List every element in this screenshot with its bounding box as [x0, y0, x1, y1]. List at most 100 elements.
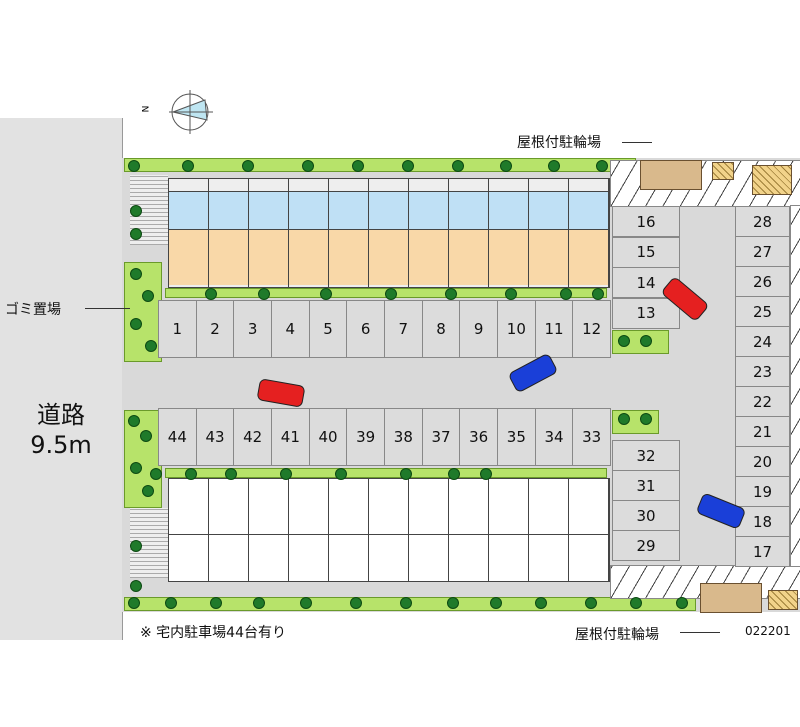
parking-space: 8	[421, 300, 461, 358]
parking-space: 35	[497, 408, 536, 466]
apartment-unit	[449, 479, 489, 581]
parking-space: 11	[534, 300, 574, 358]
leader-line	[85, 308, 130, 309]
parking-space: 44	[158, 408, 197, 466]
tree-icon	[130, 540, 142, 552]
parking-space: 36	[459, 408, 498, 466]
tree-icon	[145, 340, 157, 352]
parking-space: 23	[735, 356, 790, 387]
parking-space: 27	[735, 236, 790, 267]
tree-icon	[142, 485, 154, 497]
parking-space: 13	[612, 297, 680, 329]
leader-line	[622, 142, 652, 143]
bike-rack	[752, 165, 792, 195]
tree-icon	[500, 160, 512, 172]
parking-space: 9	[459, 300, 498, 358]
apartment-unit	[289, 479, 329, 581]
compass-icon: N	[141, 88, 215, 138]
tree-icon	[280, 468, 292, 480]
tree-icon	[210, 597, 222, 609]
tree-icon	[448, 468, 460, 480]
building-top	[168, 178, 610, 288]
tree-icon	[618, 335, 630, 347]
tree-icon	[140, 430, 152, 442]
apartment-unit	[249, 179, 289, 287]
apartment-unit	[369, 479, 409, 581]
tree-icon	[585, 597, 597, 609]
parking-space: 15	[612, 236, 680, 268]
tree-icon	[253, 597, 265, 609]
parking-space: 17	[735, 536, 790, 567]
tree-icon	[242, 160, 254, 172]
apartment-unit	[529, 179, 569, 287]
hatched-walkway-right	[790, 205, 800, 567]
parking-space: 41	[271, 408, 310, 466]
parking-space: 6	[346, 300, 385, 358]
tree-icon	[302, 160, 314, 172]
tree-icon	[142, 290, 154, 302]
tree-icon	[560, 288, 572, 300]
parking-space: 30	[612, 500, 680, 531]
parking-space: 37	[421, 408, 461, 466]
tree-icon	[320, 288, 332, 300]
parking-space: 42	[233, 408, 272, 466]
parking-space: 24	[735, 326, 790, 357]
garbage-area-label: ゴミ置場	[5, 302, 61, 318]
tree-icon	[182, 160, 194, 172]
parking-space: 28	[735, 206, 790, 237]
apartment-unit	[209, 479, 249, 581]
tree-icon	[400, 597, 412, 609]
parking-space: 19	[735, 476, 790, 507]
parking-space: 10	[497, 300, 536, 358]
apartment-unit	[369, 179, 409, 287]
tree-icon	[490, 597, 502, 609]
parking-space: 39	[346, 408, 385, 466]
parking-space: 22	[735, 386, 790, 417]
tree-icon	[630, 597, 642, 609]
tree-icon	[535, 597, 547, 609]
bike-shelter-bottom	[700, 583, 762, 613]
parking-space: 18	[735, 506, 790, 537]
parking-space: 12	[572, 300, 611, 358]
parking-note: ※ 宅内駐車場44台有り	[140, 625, 286, 641]
tree-icon	[505, 288, 517, 300]
apartment-unit	[249, 479, 289, 581]
tree-icon	[128, 160, 140, 172]
parking-space: 43	[195, 408, 235, 466]
parking-space: 3	[233, 300, 272, 358]
road-label: 道路 9.5m	[0, 400, 122, 460]
parking-space: 5	[308, 300, 348, 358]
parking-space: 20	[735, 446, 790, 477]
compass-north-label: N	[141, 105, 152, 113]
parking-space: 2	[195, 300, 235, 358]
apartment-unit	[489, 179, 529, 287]
tree-icon	[130, 462, 142, 474]
apartment-unit	[489, 479, 529, 581]
tree-icon	[185, 468, 197, 480]
leader-line	[680, 632, 720, 633]
bike-shelter-top	[640, 160, 702, 190]
tree-icon	[130, 268, 142, 280]
parking-space: 29	[612, 530, 680, 561]
apartment-unit	[169, 179, 209, 287]
tree-icon	[128, 415, 140, 427]
road-label-name: 道路	[37, 401, 85, 429]
parking-space: 21	[735, 416, 790, 447]
apartment-unit	[289, 179, 329, 287]
tree-icon	[352, 160, 364, 172]
garden-left-top	[124, 262, 162, 362]
property-code: 022201	[745, 624, 791, 638]
tree-icon	[128, 597, 140, 609]
apartment-unit	[169, 479, 209, 581]
parking-space: 26	[735, 266, 790, 297]
hedge-building-bottom	[165, 468, 607, 478]
tree-icon	[385, 288, 397, 300]
tree-icon	[596, 160, 608, 172]
parking-space: 1	[158, 300, 197, 358]
tree-icon	[402, 160, 414, 172]
parking-space: 32	[612, 440, 680, 471]
road-label-width: 9.5m	[30, 431, 92, 459]
parking-space: 4	[271, 300, 310, 358]
road	[0, 118, 123, 640]
tree-icon	[480, 468, 492, 480]
